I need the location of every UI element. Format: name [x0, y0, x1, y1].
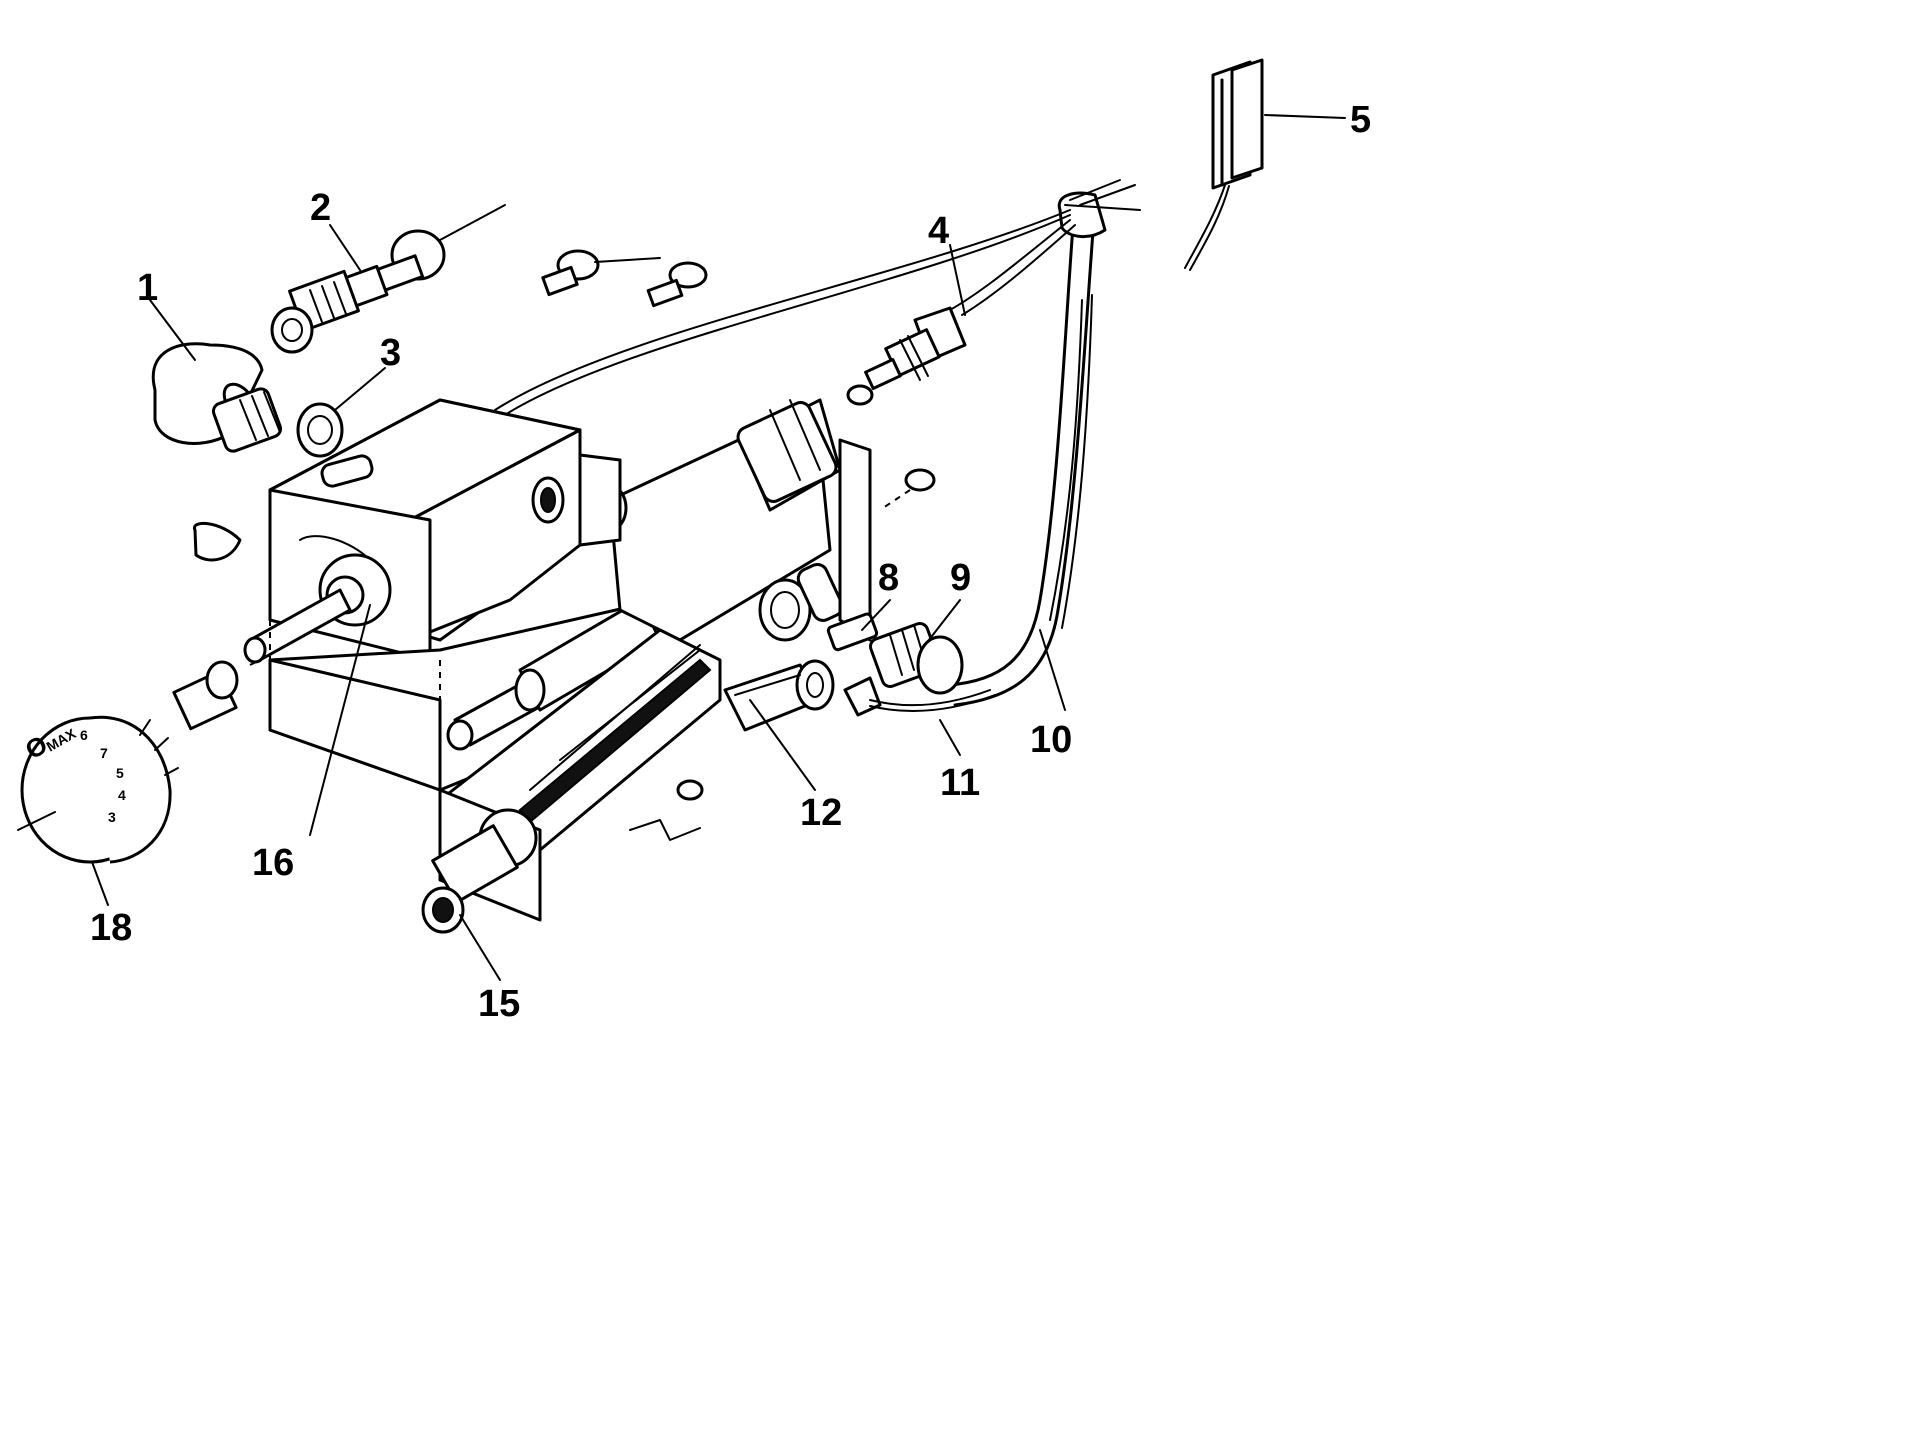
leader-11 — [939, 719, 961, 756]
part-5-bracket — [1184, 58, 1264, 271]
part-10-capillary-tube — [948, 179, 1141, 707]
dial-6-mark: 6 — [80, 727, 88, 743]
label-part-9: 9 — [950, 557, 971, 599]
leader-10 — [1039, 629, 1066, 711]
dial-7-mark: 7 — [100, 745, 108, 761]
part-labels: 1 2 3 4 5 8 9 10 11 12 15 16 18 — [90, 99, 1371, 1025]
dial-5-mark: 5 — [116, 765, 124, 781]
label-part-15: 15 — [478, 983, 520, 1025]
leader-2 — [329, 224, 361, 271]
label-part-12: 12 — [800, 792, 842, 834]
label-part-3: 3 — [380, 332, 401, 374]
part-1-elbow — [151, 342, 283, 453]
leader-9 — [924, 599, 961, 646]
part-15-burner — [421, 628, 722, 934]
label-part-16: 16 — [252, 842, 294, 884]
leader-4 — [949, 244, 966, 316]
part-9-fitting — [869, 622, 964, 695]
part-3-nut — [296, 402, 344, 458]
leader-5 — [1264, 114, 1346, 119]
part-2-fitting — [270, 204, 506, 354]
label-part-1: 1 — [137, 267, 158, 309]
part-12-pilot — [723, 659, 835, 732]
solenoid-shaft — [243, 588, 352, 664]
part-16-solenoid — [193, 488, 432, 662]
label-part-11: 11 — [940, 762, 980, 804]
screw-right — [879, 468, 936, 511]
part-11-wire — [843, 676, 996, 717]
small-screws — [541, 249, 708, 308]
label-part-18: 18 — [90, 907, 132, 949]
label-part-2: 2 — [310, 187, 331, 229]
label-part-4: 4 — [928, 210, 949, 252]
dial-4-mark: 4 — [118, 787, 126, 803]
back-plate — [578, 438, 872, 642]
leader-3 — [334, 367, 386, 411]
dial-3-mark: 3 — [108, 809, 116, 825]
leader-lines — [91, 114, 1346, 981]
leader-8 — [861, 599, 891, 631]
label-part-10: 10 — [1030, 719, 1072, 761]
part-18-knob — [17, 654, 271, 864]
leader-12 — [749, 699, 816, 791]
tee-body — [592, 398, 844, 642]
label-part-5: 5 — [1350, 99, 1371, 141]
leader-16 — [309, 604, 371, 836]
leader-1 — [149, 299, 196, 361]
label-part-8: 8 — [878, 557, 899, 599]
leader-18 — [91, 861, 109, 906]
part-8-fitting — [826, 612, 879, 652]
part-4-fitting — [846, 306, 967, 406]
wire-bundle — [494, 209, 1076, 419]
leader-15 — [459, 914, 501, 981]
